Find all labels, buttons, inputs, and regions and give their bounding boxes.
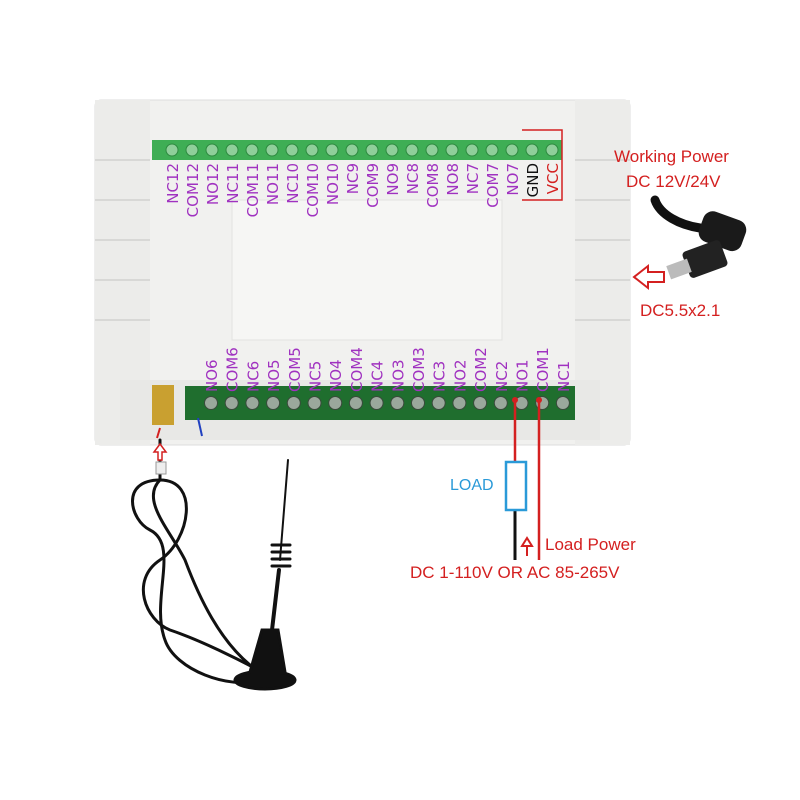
bottom-terminal-label: NC2 <box>493 361 511 392</box>
terminal-screw <box>369 396 384 410</box>
terminal-screw <box>365 143 379 157</box>
terminal-screw <box>525 143 539 157</box>
dc-jack-icon <box>650 195 747 280</box>
top-terminal-label: NO10 <box>324 163 342 205</box>
terminal-screw <box>348 396 363 410</box>
terminal-screw <box>473 396 488 410</box>
terminal-screw <box>265 143 279 157</box>
bottom-terminal-label: COM4 <box>348 347 366 392</box>
load-label: LOAD <box>450 477 494 494</box>
top-terminal-label: COM11 <box>244 163 262 217</box>
power-voltage-label: DC 12V/24V <box>626 172 721 191</box>
top-terminal-label: GND <box>524 163 542 197</box>
top-terminal-label: COM8 <box>424 163 442 208</box>
load-wiring <box>512 397 542 560</box>
terminal-screw <box>431 396 446 410</box>
top-terminal-label: NC11 <box>224 163 242 204</box>
terminal-screw <box>465 143 479 157</box>
terminal-screw <box>493 396 508 410</box>
bottom-terminal-label: NC4 <box>369 361 387 392</box>
terminal-screw <box>245 143 259 157</box>
top-terminal-label: NC9 <box>344 163 362 194</box>
bottom-terminal-label: NC6 <box>244 361 262 392</box>
power-arrow-icon <box>632 263 665 291</box>
terminal-screw <box>285 143 299 157</box>
terminal-screw <box>405 143 419 157</box>
bottom-terminal-label: NO5 <box>265 359 283 392</box>
bottom-terminal-label: COM5 <box>286 347 304 392</box>
terminal-screw <box>204 396 218 410</box>
bottom-terminal-label: COM2 <box>472 347 490 392</box>
terminal-screw <box>305 143 319 157</box>
terminal-screw <box>286 396 301 410</box>
bottom-terminal-label: NO1 <box>514 359 532 392</box>
top-terminal-label: NO7 <box>504 163 522 196</box>
top-terminal-label: NC12 <box>164 163 182 204</box>
top-terminal-label: NO9 <box>384 163 402 196</box>
terminal-screw <box>345 143 359 157</box>
antenna-plug-icon <box>155 461 167 475</box>
top-terminal-label: COM7 <box>484 163 502 208</box>
terminal-screw <box>185 143 199 157</box>
terminal-screw <box>224 396 239 410</box>
power-terminal-highlight <box>522 129 563 201</box>
top-terminal-label: COM10 <box>304 163 322 217</box>
antenna-connector <box>152 385 203 439</box>
top-terminal-label: NO11 <box>264 163 282 205</box>
terminal-screw <box>411 396 425 410</box>
terminal-screw <box>505 143 519 157</box>
bottom-terminal-label: COM3 <box>410 347 428 392</box>
bottom-terminal-label: NO6 <box>203 359 221 392</box>
bottom-terminal-label: NO3 <box>389 359 407 392</box>
terminal-screw <box>545 143 559 157</box>
terminal-screw <box>485 143 499 157</box>
bottom-terminal-label: NC1 <box>555 361 573 392</box>
jack-size-label: DC5.5x2.1 <box>640 301 720 320</box>
antenna-icon <box>131 438 297 691</box>
terminal-screw <box>205 143 219 157</box>
terminal-screw <box>307 396 322 410</box>
terminal-screw <box>452 396 467 410</box>
top-terminal-label: NO12 <box>204 163 222 205</box>
top-terminal-label: NO8 <box>444 163 462 196</box>
terminal-screw <box>266 396 281 410</box>
terminal-screw <box>425 143 439 157</box>
bottom-terminal-label: NO4 <box>327 359 345 392</box>
top-terminal-label: VCC <box>544 163 562 194</box>
terminal-screw <box>328 396 343 410</box>
terminal-screw <box>325 143 339 157</box>
top-terminal-label: NC8 <box>404 163 422 194</box>
terminal-screw <box>245 396 260 410</box>
bottom-terminal-label: NC3 <box>431 361 449 392</box>
load-resistor-icon <box>504 460 528 512</box>
bottom-terminal-label: NC5 <box>307 361 325 392</box>
working-power-label: Working Power <box>614 147 729 166</box>
terminal-screw <box>555 396 570 410</box>
terminal-screw <box>165 143 179 157</box>
load-power-arrow-icon <box>520 536 534 556</box>
bottom-terminal-label: COM6 <box>224 347 242 392</box>
terminal-screw <box>390 396 405 410</box>
terminal-screw <box>445 143 459 157</box>
load-voltage-label: DC 1-110V OR AC 85-265V <box>410 563 620 582</box>
top-terminal-label: COM12 <box>184 163 202 217</box>
terminal-screw <box>225 143 239 157</box>
bottom-terminal-label: COM1 <box>534 347 552 392</box>
bottom-terminal-label: NO2 <box>451 359 469 392</box>
terminal-screw <box>385 143 399 157</box>
top-terminal-label: NC10 <box>284 163 302 204</box>
top-terminal-label: COM9 <box>364 163 382 208</box>
load-power-label: Load Power <box>545 535 636 554</box>
antenna-arrow-icon <box>152 442 168 461</box>
top-terminal-label: NC7 <box>464 163 482 194</box>
